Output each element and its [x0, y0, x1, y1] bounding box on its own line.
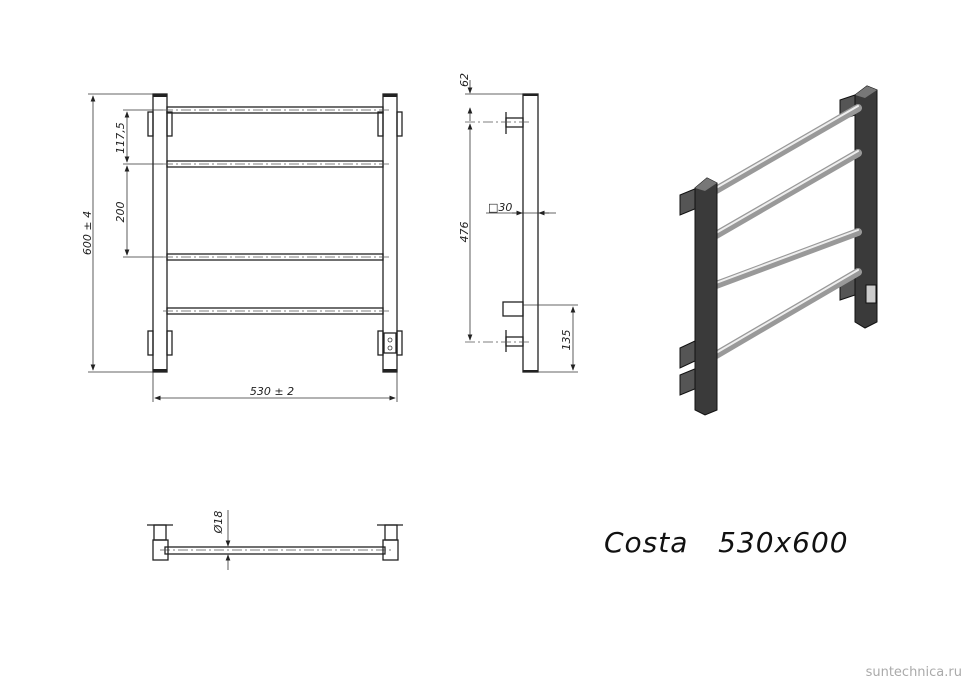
- wall-brackets: [147, 111, 403, 356]
- tube-diameter-dimension: Ø18: [212, 511, 225, 535]
- watermark: suntechnica.ru: [865, 665, 962, 680]
- product-name: Costa: [604, 526, 689, 559]
- width-dimension: 530 ± 2: [250, 385, 294, 398]
- side-view: 62 476 □30 135: [458, 73, 578, 373]
- front-view: 600 ± 4 117,5 200 530 ± 2: [81, 93, 403, 402]
- bar-spacing-dimension: 200: [114, 202, 127, 223]
- product-size: 530x600: [718, 526, 849, 559]
- isometric-view: [679, 85, 878, 416]
- product-title: Costa 530x600: [604, 526, 849, 559]
- top-view: Ø18: [147, 510, 403, 570]
- horizontal-bars: [163, 106, 390, 315]
- top-bar-offset-dimension: 117,5: [114, 122, 127, 154]
- connection-height-dimension: 135: [560, 330, 573, 351]
- height-dimension: 600 ± 4: [81, 211, 94, 255]
- top-mount-offset-dimension: 62: [458, 73, 471, 87]
- profile-dimension: □30: [488, 201, 512, 214]
- mount-spacing-dimension: 476: [458, 222, 471, 243]
- electrical-connector-icon: [383, 332, 397, 354]
